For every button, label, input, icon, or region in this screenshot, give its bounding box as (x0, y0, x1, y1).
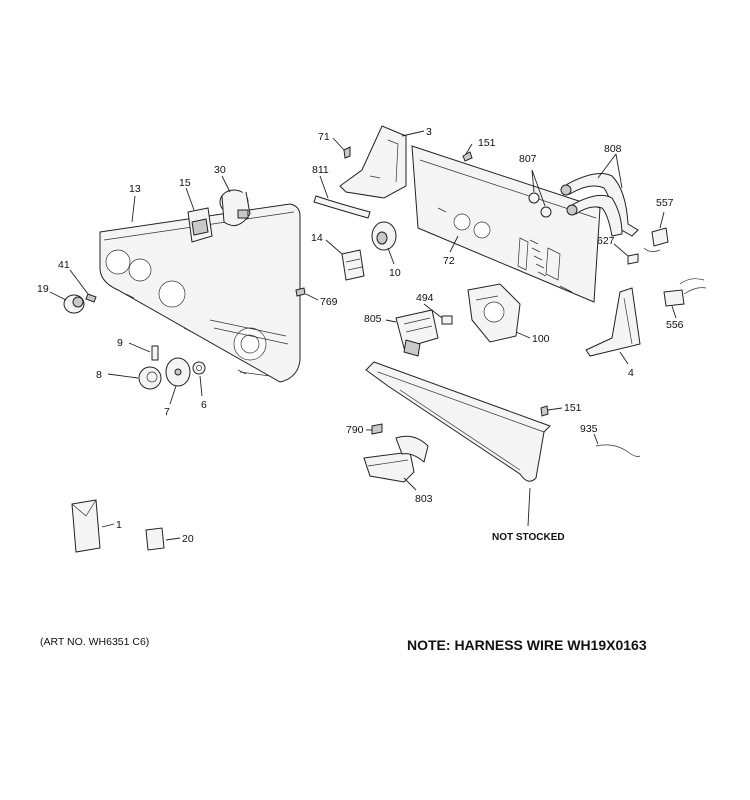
callout-20: 20 (182, 533, 194, 545)
callout-811: 811 (312, 164, 329, 176)
clip-790-part (371, 423, 383, 435)
harness-note: NOTE: HARNESS WIRE WH19X0163 (407, 637, 647, 653)
switch-14-part (341, 249, 365, 281)
screw-41-part (85, 293, 97, 303)
callout-4: 4 (628, 367, 634, 379)
callout-557: 557 (656, 197, 674, 209)
callout-627: 627 (597, 235, 615, 247)
callout-9: 9 (117, 337, 123, 349)
valve-805-part (395, 309, 439, 357)
callout-71: 71 (318, 131, 330, 143)
not-stocked-label: NOT STOCKED (492, 532, 565, 543)
screw-71-part (343, 146, 351, 159)
bracket-3-part (339, 125, 407, 199)
callout-805: 805 (364, 313, 382, 325)
pressure-switch-10-part (371, 221, 397, 251)
callout-72: 72 (443, 255, 455, 267)
callout-935: 935 (580, 423, 598, 435)
nut-6-part (192, 361, 206, 375)
switch-15-part (187, 207, 213, 243)
clip-9-part (151, 345, 159, 361)
bracket-4-part (585, 287, 641, 357)
callout-808: 808 (604, 143, 622, 155)
clip-494-part (441, 315, 453, 325)
callout-556: 556 (666, 319, 684, 331)
art-number: (ART NO. WH6351 C6) (40, 636, 149, 648)
callout-41: 41 (58, 259, 70, 271)
callout-6: 6 (201, 399, 207, 411)
callout-10: 10 (389, 267, 401, 279)
callout-15: 15 (179, 177, 191, 189)
callout-8: 8 (96, 369, 102, 381)
washer-807-a-part (528, 192, 540, 204)
clamp-627-part (627, 253, 639, 265)
callout-1: 1 (116, 519, 122, 531)
screw-151-lower-part (540, 405, 549, 417)
screw-769-part (295, 287, 306, 297)
knob-19-part (63, 294, 85, 314)
top-cover-part (365, 361, 551, 482)
callout-14: 14 (311, 232, 323, 244)
callout-790: 790 (346, 424, 364, 436)
callout-151-top: 151 (478, 137, 496, 149)
screw-151-top-part (462, 151, 473, 162)
knob-8-part (138, 366, 162, 390)
dispenser-803-part (363, 435, 429, 483)
capacitor-30-part (219, 189, 251, 227)
motor-100-part (467, 283, 521, 343)
callout-151-lower: 151 (564, 402, 582, 414)
callout-803: 803 (415, 493, 433, 505)
hose-811-part (313, 195, 371, 219)
wire-935-part (595, 444, 641, 457)
manual-1-part (71, 499, 101, 553)
control-panel-part (99, 203, 301, 383)
dial-7-part (165, 357, 191, 387)
callout-19: 19 (37, 283, 49, 295)
valve-557-part (643, 227, 669, 252)
callout-13: 13 (129, 183, 141, 195)
callout-807: 807 (519, 153, 537, 165)
hoses-808-part (560, 173, 639, 237)
callout-3: 3 (426, 126, 432, 138)
callout-7: 7 (164, 406, 170, 418)
washer-807-b-part (540, 206, 552, 218)
label-20-part (145, 527, 165, 551)
callout-769: 769 (320, 296, 338, 308)
plug-556-part (663, 278, 707, 307)
callout-100: 100 (532, 333, 550, 345)
backsplash-72-part (411, 145, 601, 303)
callout-494: 494 (416, 292, 434, 304)
callout-30: 30 (214, 164, 226, 176)
